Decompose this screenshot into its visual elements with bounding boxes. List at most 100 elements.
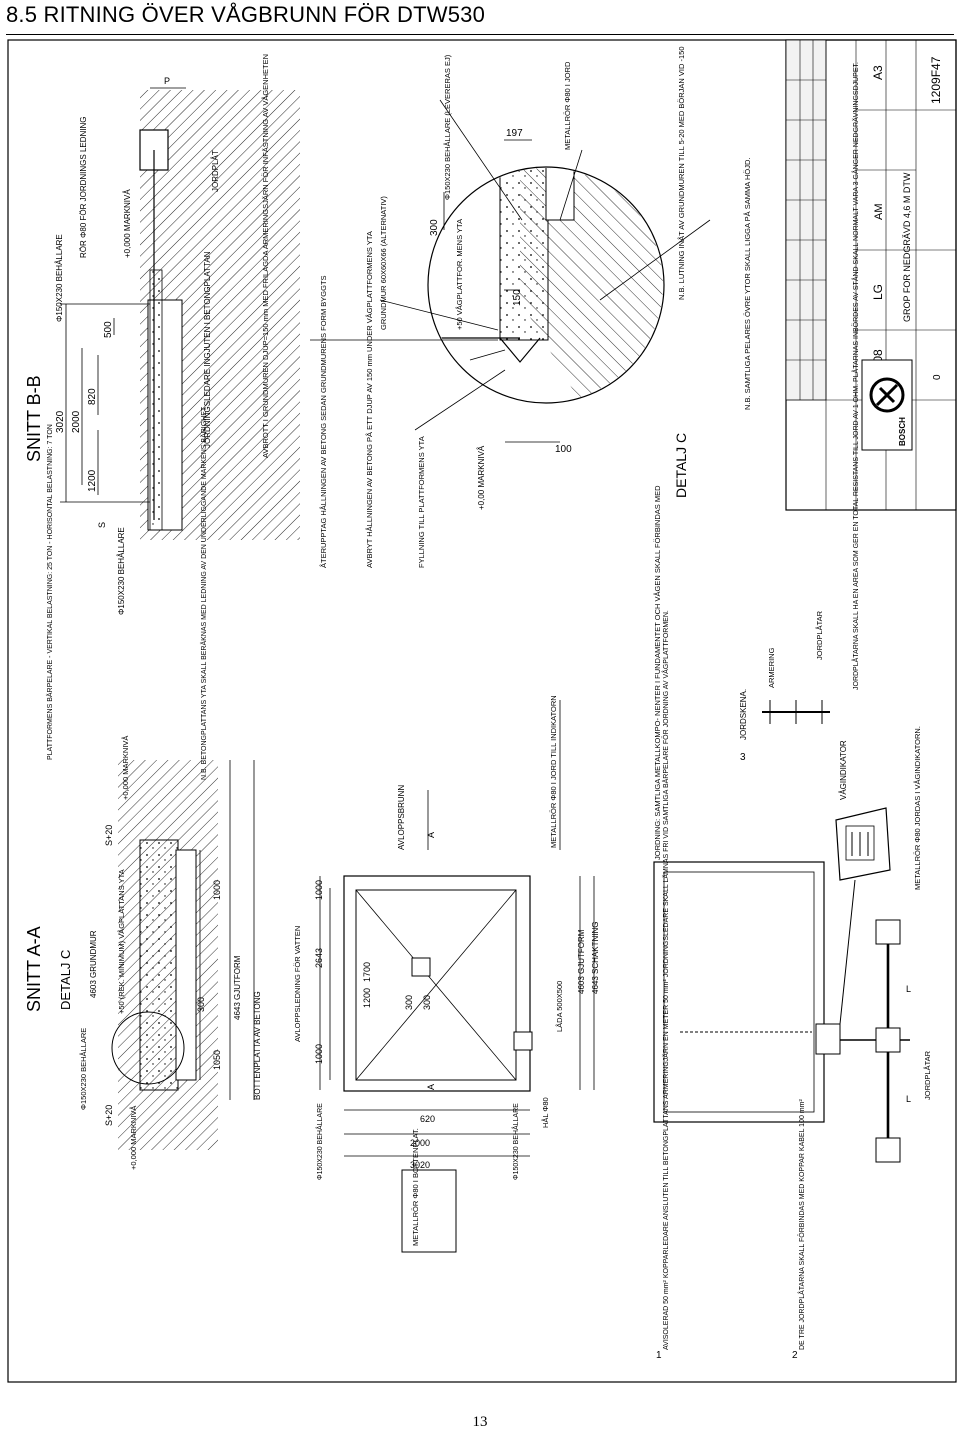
- c-label-lutning: N.B. LUTNING INÅT AV GRUNDMUREN TILL 5-2…: [677, 46, 686, 300]
- tb-checked-by: AM: [873, 204, 885, 221]
- drawing-frame: [7, 39, 957, 1383]
- g-note-2: DE TRE JORDPLÅTARNA SKALL FÖRBINDAS MED …: [797, 1099, 806, 1350]
- c-label-avbrott: AVBROTT I GRUNDMUREN DJUP=150 mm MED FRI…: [261, 54, 270, 458]
- c-dim-100: 100: [555, 444, 572, 455]
- detail-c: DETALJ C 197 300 150 100 AVBROTT I GRUND…: [261, 46, 752, 568]
- section-bb: SNITT B-B 3020 2000 820 1200 500 Φ150X23…: [24, 76, 300, 615]
- plan-dim-1700: 1700: [362, 962, 372, 982]
- g-label-vagindikator: VÅGINDIKATOR: [839, 740, 848, 800]
- plan-view: 1000 2643 1700 1200 300 300 620 2000 302…: [293, 695, 600, 1253]
- aa-label-s20-bottom: S+20: [104, 1105, 114, 1126]
- c-label-vagplattform: +50 VÅGPLATTFOR. MENS YTA: [455, 219, 464, 330]
- g-label-l-b: L: [906, 1094, 911, 1104]
- c-label-grundmur: GRUNDMUR 60X60X66 (ALTERNATIV): [379, 196, 388, 330]
- plan-label-metallror-botten: METALLRÖR Φ80 I BOTTENPLAT.: [411, 1128, 420, 1246]
- section-aa-title: SNITT A-A: [24, 926, 44, 1012]
- section-aa-detail-ref: DETALJ C: [58, 950, 73, 1010]
- plan-label-avloppsbrunn: AVLOPPSBRUNN: [397, 785, 406, 850]
- aa-label-barpelare: PLATTFORMENS BÄRPELARE - VERTIKAL BELAST…: [46, 424, 54, 760]
- g-label-jordskena: JORDSKENA.: [739, 689, 748, 740]
- aa-label-marknivå-top: +0,000 MARKNIVÅ: [121, 736, 130, 800]
- section-bb-title: SNITT B-B: [24, 375, 44, 462]
- g-note-1: AVISOLERAD 50 mm² KOPPARLEDARE ANSLUTEN …: [661, 610, 670, 1350]
- bb-label-p: P: [164, 76, 170, 86]
- plan-dim-300-a: 300: [404, 995, 414, 1010]
- plan-label-a-bottom: A: [426, 1084, 436, 1090]
- plan-dim-620: 620: [420, 1114, 435, 1124]
- page-title: 8.5 RITNING ÖVER VÅGBRUNN FÖR DTW530: [6, 2, 486, 27]
- aa-dim-300: 300: [196, 997, 206, 1012]
- g-label-l-a: L: [906, 984, 911, 994]
- tb-revision: 0: [932, 374, 943, 380]
- bb-dim-500: 500: [103, 321, 114, 338]
- aa-label-behallare: Φ150X230 BEHÅLLARE: [79, 1028, 88, 1110]
- plan-label-behallare-b: Φ150X230 BEHÅLLARE: [511, 1103, 520, 1180]
- c-label-nb-pelare: N.B. SAMTLIGA PELARES ÖVRE YTOR SKALL LI…: [743, 158, 752, 410]
- bb-dim-2000: 2000: [71, 410, 82, 433]
- g-note-1-num: 1: [656, 1350, 662, 1361]
- bb-label-jordningsledare: JORDNINGSLEDARE INGJUTEN I BETONGPLATTAN: [203, 251, 212, 448]
- plan-label-schaktning: 4643 SCHAKTNING: [591, 922, 600, 994]
- plan-label-gjutform: 4603 GJUTFORM: [577, 929, 586, 994]
- g-label-jordning: JORDNING: SAMTLIGA METALLKOMPO- NENTER I…: [653, 485, 662, 860]
- bb-label-behallare-top: Φ150X230 BEHÅLLARE: [55, 234, 64, 322]
- company-logo: BOSCH: [861, 359, 913, 451]
- plan-dim-300-b: 300: [422, 995, 432, 1010]
- c-label-marknivå: +0,00 MARKNIVÅ: [477, 445, 486, 510]
- aa-label-marknivå: +0,000 MARKNIVÅ: [129, 1106, 138, 1170]
- bb-label-marknivå: +0,000 MARKNIVÅ: [123, 189, 132, 258]
- c-label-behallare: Φ150X230 BEHÅLLARE (LEVERERAS EJ): [443, 54, 452, 200]
- weight-indicator-icon: [835, 807, 891, 881]
- title-block: 12/02/08 LG AM A3 GROP FOR NEDGRÄVD 4,6 …: [785, 39, 957, 511]
- c-dim-300: 300: [429, 219, 440, 236]
- title-rule: [6, 34, 954, 35]
- g-note-2-num: 2: [792, 1350, 798, 1361]
- c-dim-197: 197: [506, 128, 523, 139]
- company-logo-text: BOSCH: [898, 417, 907, 446]
- tb-description: GROP FOR NEDGRÄVD 4,6 M DTW: [902, 172, 912, 322]
- g-label-armering: ARMERING: [767, 647, 776, 688]
- detail-c-circle: [427, 166, 665, 404]
- bb-label-jordplat: JORDPLÅT: [211, 150, 220, 192]
- bb-dim-820: 820: [87, 388, 98, 405]
- grounding-section: JORDNING: SAMTLIGA METALLKOMPO- NENTER I…: [653, 62, 932, 1361]
- g-note-3-num: 3: [740, 752, 746, 763]
- bb-label-ror: RÖR Φ80 FÖR JORDNINGS LEDNING: [79, 116, 88, 258]
- aa-label-gjutform: 4643 GJUTFORM: [233, 955, 242, 1020]
- detail-c-title: DETALJ C: [673, 433, 689, 498]
- g-label-jordplatar-a: JORDPLÅTAR: [815, 610, 824, 660]
- plan-label-avlopp: AVLOPPSLEDNING FÖR VATTEN: [293, 926, 302, 1042]
- plan-dim-2643: 2643: [314, 948, 324, 968]
- aa-label-yta: +50 (REK. MINIMUM) VÅGPLATTANS YTA: [117, 869, 126, 1014]
- plan-dim-3020: 3020: [410, 1160, 430, 1170]
- c-label-ateruppta: ÅTERUPPTAG HÅLLNINGEN AV BETONG SEDAN GR…: [319, 275, 328, 568]
- g-label-metallror: METALLRÖR Φ80 JORDAS I VÅGINDIKATORN.: [913, 726, 922, 890]
- page-number: 13: [472, 1414, 488, 1430]
- aa-dim-1000: 1000: [212, 880, 222, 900]
- g-label-jordplatar-b: JORDPLÅTAR: [923, 1050, 932, 1100]
- aa-label-nb-betong: N.B. BETONGPLATTANS YTA SKALL BERÄKNAS M…: [200, 406, 208, 780]
- aa-dim-1050: 1050: [212, 1050, 222, 1070]
- c-dim-150: 150: [512, 289, 523, 306]
- plan-dim-1200: 1200: [362, 988, 372, 1008]
- aa-label-s20: S+20: [104, 825, 114, 846]
- plan-label-hal: HÅL Φ80: [541, 1097, 550, 1128]
- c-label-avbryt: AVBRYT HÅLLNINGEN AV BETONG PÅ ETT DJUP …: [365, 231, 374, 568]
- plan-label-lada: LÅDA 500X500: [555, 981, 564, 1032]
- plan-label-a-top: A: [426, 832, 436, 838]
- tb-size: A3: [871, 65, 885, 80]
- bb-label-behallare-bottom: Φ150X230 BEHÅLLARE: [117, 527, 126, 615]
- plan-dim-1000-b: 1000: [314, 1044, 324, 1064]
- plan-dim-2000: 2000: [410, 1138, 430, 1148]
- bb-dim-3020: 3020: [55, 410, 66, 433]
- bb-dim-1200: 1200: [87, 469, 98, 492]
- c-label-metallror: METALLRÖR Φ80 I JORD: [563, 61, 572, 150]
- plan-dim-1000-a: 1000: [314, 880, 324, 900]
- tb-drawn-by: LG: [871, 284, 885, 300]
- aa-label-grundmur: 4603 GRUNDMUR: [89, 930, 98, 998]
- plan-label-behallare-a: Φ150X230 BEHÅLLARE: [315, 1103, 324, 1180]
- plan-label-metallror: METALLRÖR Φ80 I JORD TILL INDIKATORN: [549, 695, 558, 848]
- g-label-jordplatarna: JORDPLÅTARNA SKALL HA EN AREA SOM GER EN…: [851, 62, 860, 690]
- c-label-fyllning: FYLLNING TILL PLATTFORMENS YTA: [417, 436, 426, 568]
